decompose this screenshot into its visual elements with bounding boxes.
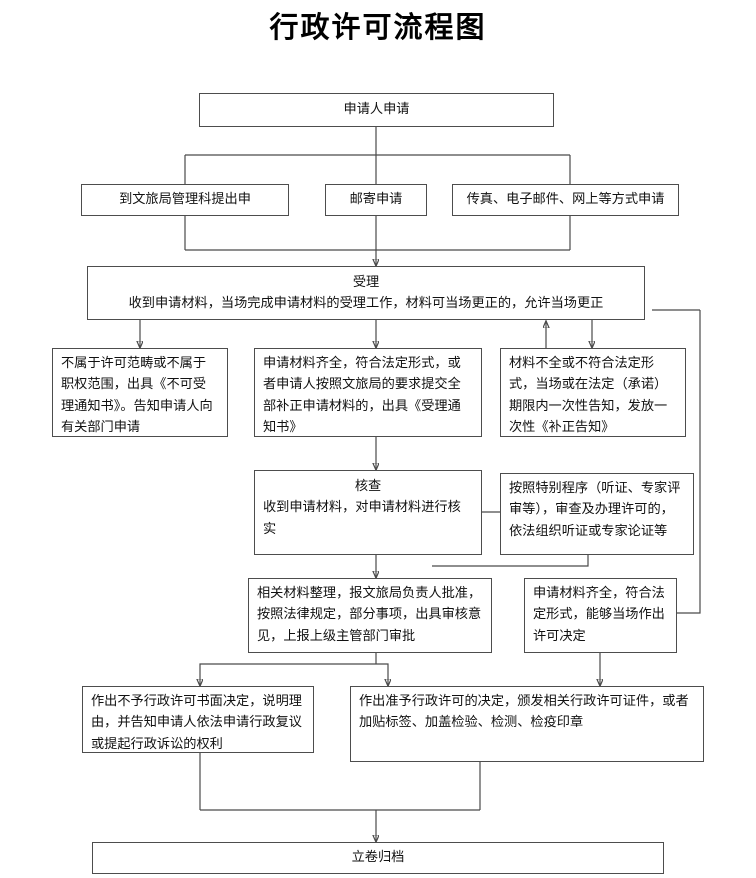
node-out-of-scope[interactable]: 不属于许可范畴或不属于职权范围，出具《不可受理通知书》。告知申请人向有关部门申请: [52, 348, 228, 437]
node-body: 不属于许可范畴或不属于职权范围，出具《不可受理通知书》。告知申请人向有关部门申请: [61, 356, 213, 436]
node-internal-review[interactable]: 相关材料整理，报文旅局负责人批准，按照法律规定，部分事项，出具审核意见，上报上级…: [248, 578, 492, 653]
node-materials-complete[interactable]: 申请材料齐全，符合法定形式，或者申请人按照文旅局的要求提交全部补正申请材料的，出…: [254, 348, 482, 437]
node-body: 作出准予行政许可的决定，颁发相关行政许可证件，或者加贴标签、加盖检验、检测、检疫…: [359, 694, 689, 731]
node-label: 传真、电子邮件、网上等方式申请: [466, 192, 665, 208]
node-decision-deny[interactable]: 作出不予行政许可书面决定，说明理由，并告知申请人依法申请行政复议或提起行政诉讼的…: [82, 686, 314, 753]
node-on-the-spot-decision[interactable]: 申请材料齐全，符合法定形式，能够当场作出许可决定: [524, 578, 677, 653]
node-body: 收到申请材料，对申请材料进行核实: [263, 500, 461, 537]
node-materials-incomplete[interactable]: 材料不全或不符合法定形式，当场或在法定（承诺）期限内一次性告知，发放一次性《补正…: [500, 348, 686, 437]
node-channel-mail[interactable]: 邮寄申请: [325, 184, 427, 216]
node-acceptance[interactable]: 受理 收到申请材料，当场完成申请材料的受理工作，材料可当场更正的，允许当场更正: [87, 266, 645, 320]
node-label: 立卷归档: [351, 850, 405, 866]
node-special-procedure[interactable]: 按照特别程序（听证、专家评审等），审查及办理许可的，依法组织听证或专家论证等: [500, 473, 694, 555]
node-body: 材料不全或不符合法定形式，当场或在法定（承诺）期限内一次性告知，发放一次性《补正…: [509, 356, 668, 436]
node-body: 按照特别程序（听证、专家评审等），审查及办理许可的，依法组织听证或专家论证等: [509, 481, 681, 539]
node-label: 申请人申请: [343, 102, 410, 118]
node-verification[interactable]: 核查 收到申请材料，对申请材料进行核实: [254, 470, 482, 555]
node-channel-electronic[interactable]: 传真、电子邮件、网上等方式申请: [452, 184, 679, 216]
node-body: 申请材料齐全，符合法定形式，能够当场作出许可决定: [533, 586, 665, 644]
node-body: 作出不予行政许可书面决定，说明理由，并告知申请人依法申请行政复议或提起行政诉讼的…: [91, 694, 302, 752]
node-applicant-application[interactable]: 申请人申请: [199, 93, 554, 127]
node-decision-grant[interactable]: 作出准予行政许可的决定，颁发相关行政许可证件，或者加贴标签、加盖检验、检测、检疫…: [350, 686, 704, 762]
page-title: 行政许可流程图: [269, 10, 487, 44]
node-body: 相关材料整理，报文旅局负责人批准，按照法律规定，部分事项，出具审核意见，上报上级…: [257, 586, 482, 644]
node-body: 收到申请材料，当场完成申请材料的受理工作，材料可当场更正的，允许当场更正: [128, 296, 604, 312]
node-body: 申请材料齐全，符合法定形式，或者申请人按照文旅局的要求提交全部补正申请材料的，出…: [263, 356, 461, 436]
node-archive[interactable]: 立卷归档: [92, 842, 664, 874]
node-label: 到文旅局管理科提出申: [119, 192, 251, 208]
node-heading: 核查: [354, 479, 382, 494]
node-label: 邮寄申请: [349, 192, 403, 208]
node-heading: 受理: [352, 275, 380, 290]
node-channel-office[interactable]: 到文旅局管理科提出申: [81, 184, 289, 216]
